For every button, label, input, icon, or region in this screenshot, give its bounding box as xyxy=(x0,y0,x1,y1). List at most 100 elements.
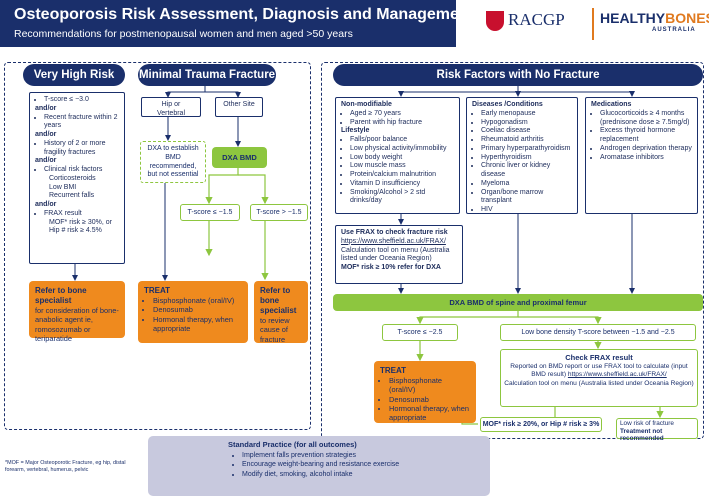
racgp-logo: RACGP xyxy=(486,10,581,34)
criteria-recent-fracture: Recent fracture within 2 years xyxy=(44,114,119,132)
criteria-tscore: T-score ≤ −3.0 xyxy=(44,96,119,105)
standard-practice-item: Encourage weight-bearing and resistance … xyxy=(242,460,490,469)
check-frax-title: Check FRAX result xyxy=(565,353,633,362)
andor-label: and/or xyxy=(35,131,57,138)
racgp-logo-text: RACGP xyxy=(508,10,565,29)
right-panel xyxy=(321,62,704,439)
refer-title: Refer to bone specialist xyxy=(260,286,297,315)
criteria-clinical-factors: Clinical risk factors xyxy=(44,166,119,175)
very-high-risk-heading: Very High Risk xyxy=(23,64,125,86)
frax-refer: MOF* risk ≥ 10% refer for DXA xyxy=(341,264,441,271)
lifestyle-item: Falls/poor balance xyxy=(350,136,454,145)
minimal-trauma-heading: Minimal Trauma Fracture xyxy=(138,64,276,86)
treat-hormonal: Hormonal therapy, when appropriate xyxy=(389,404,470,423)
frax-check-box: Use FRAX to check fracture risk https://… xyxy=(335,225,463,284)
sub-hip-risk: Hip # risk ≥ 4.5% xyxy=(49,227,102,235)
treat-title: TREAT xyxy=(144,286,171,295)
standard-practice-item: Implement falls prevention strategies xyxy=(242,451,490,460)
dxa-spine-femur-bar: DXA BMD of spine and proximal femur xyxy=(333,294,703,311)
page-subtitle: Recommendations for postmenopausal women… xyxy=(14,28,353,40)
other-site-box: Other Site xyxy=(215,97,263,117)
frax-body: Calculation tool on menu (Australia list… xyxy=(341,246,450,263)
medication-item: Androgen deprivation therapy xyxy=(600,145,692,154)
dxa-note-box: DXA to establish BMD recommended, but no… xyxy=(140,141,206,183)
disease-item: Rheumatoid arthritis xyxy=(481,136,572,145)
logo-healthy-text: HEALTHY xyxy=(600,10,666,26)
treat-denosumab: Denosumab xyxy=(389,395,470,404)
low-risk-text: Low risk of fracture xyxy=(620,420,674,427)
referral-body: for consideration of bone-anabolic agent… xyxy=(35,306,119,343)
hip-vertebral-box: Hip or Vertebral xyxy=(141,97,201,117)
low-risk-box: Low risk of fracture Treatment not recom… xyxy=(616,418,698,442)
standard-practice-title: Standard Practice (for all outcomes) xyxy=(228,440,357,449)
nonmod-title: Non-modifiable xyxy=(341,101,392,108)
low-density-box: Low bone density T-score between −1.5 an… xyxy=(500,324,696,341)
very-high-risk-criteria: T-score ≤ −3.0 and/or Recent fracture wi… xyxy=(29,92,125,264)
treat-box-right: TREAT Bisphosphonate (oral/IV) Denosumab… xyxy=(374,361,476,423)
disease-item: Chronic liver or kidney disease xyxy=(481,162,572,180)
nonmod-item: Parent with hip fracture xyxy=(350,119,454,128)
tscore-low-box: T-score ≤ −1.5 xyxy=(180,204,240,221)
lifestyle-item: Vitamin D insufficiency xyxy=(350,180,454,189)
criteria-frax: FRAX result xyxy=(44,210,119,219)
check-frax-link[interactable]: https://www.sheffield.ac.uk/FRAX/ xyxy=(567,371,667,379)
healthy-bones-logo: HEALTHYBONESAUSTRALIA xyxy=(600,10,709,40)
disease-item: Early menopause xyxy=(481,110,572,119)
disease-item: HIV xyxy=(481,206,572,215)
andor-label: and/or xyxy=(35,201,57,208)
frax-title: Use FRAX to check fracture risk xyxy=(341,229,448,236)
left-panel xyxy=(4,62,311,430)
disease-item: Organ/bone marrow transplant xyxy=(481,189,572,207)
tscore-high-box: T-score > −1.5 xyxy=(250,204,308,221)
treat-bisphosphonate: Bisphosphonate (oral/IV) xyxy=(389,376,470,395)
medications-box: Medications Glucocorticoids ≥ 4 months (… xyxy=(585,97,698,214)
tscore-osteoporosis-box: T-score ≤ −2.5 xyxy=(382,324,458,341)
check-frax-body: Reported on BMD report or use FRAX tool … xyxy=(510,363,688,379)
standard-practice-box: Standard Practice (for all outcomes) Imp… xyxy=(148,436,490,496)
diseases-box: Diseases /Conditions Early menopause Hyp… xyxy=(466,97,578,214)
check-frax-tail: Calculation tool on menu (Australia list… xyxy=(504,379,694,387)
treat-box: TREAT Bisphosphonate (oral/IV) Denosumab… xyxy=(138,281,248,343)
specialist-referral-box: Refer to bone specialist to review cause… xyxy=(254,281,308,344)
footnote: *MOF = Major Osteoporotic Fracture, eg h… xyxy=(5,460,126,474)
andor-label: and/or xyxy=(35,157,57,165)
treat-bisphosphonate: Bisphosphonate (oral/IV) xyxy=(153,296,242,305)
lifestyle-item: Low body weight xyxy=(350,154,454,163)
very-high-risk-referral: Refer to bone specialist for considerati… xyxy=(29,281,125,343)
disease-item: Hyperthyroidism xyxy=(481,154,572,163)
risk-factors-heading: Risk Factors with No Fracture xyxy=(333,64,703,86)
sub-recurrent-falls: Recurrent falls xyxy=(49,192,95,200)
andor-label: and/or xyxy=(35,104,57,112)
treat-denosumab: Denosumab xyxy=(153,305,242,314)
standard-practice-item: Modify diet, smoking, alcohol intake xyxy=(242,470,490,479)
nonmod-item: Aged ≥ 70 years xyxy=(350,110,454,119)
medication-item: Glucocorticoids ≥ 4 months (prednisone d… xyxy=(600,110,692,128)
lifestyle-item: Low muscle mass xyxy=(350,162,454,171)
logo-bones-text: BONES xyxy=(665,10,709,26)
treat-title: TREAT xyxy=(380,366,407,375)
treat-hormonal: Hormonal therapy, when appropriate xyxy=(153,315,242,334)
medication-item: Excess thyroid hormone replacement xyxy=(600,127,692,145)
dxa-bmd-box: DXA BMD xyxy=(212,147,267,168)
criteria-fracture-history: History of 2 or more fragility fractures xyxy=(44,140,119,158)
logo-divider xyxy=(592,8,594,40)
nonmodifiable-box: Non-modifiable Aged ≥ 70 years Parent wi… xyxy=(335,97,460,214)
refer-body: to review cause of fracture xyxy=(260,316,290,344)
medication-item: Aromatase inhibitors xyxy=(600,154,692,163)
lifestyle-item: Smoking/Alcohol > 2 std drinks/day xyxy=(350,189,454,207)
medications-title: Medications xyxy=(591,101,632,108)
disease-item: Primary hyperparathyroidism xyxy=(481,145,572,154)
disease-item: Myeloma xyxy=(481,180,572,189)
sub-low-bmi: Low BMI xyxy=(49,183,77,191)
mof-result-box: MOF* risk ≥ 20%, or Hip # risk ≥ 3% xyxy=(480,417,602,432)
sub-mof-risk: MOF* risk ≥ 30%, or xyxy=(49,218,112,226)
diseases-title: Diseases /Conditions xyxy=(472,101,543,108)
sub-corticosteroids: Corticosteroids xyxy=(49,174,96,182)
check-frax-box: Check FRAX result Reported on BMD report… xyxy=(500,349,698,407)
frax-link[interactable]: https://www.sheffield.ac.uk/FRAX/ xyxy=(341,237,446,245)
lifestyle-item: Protein/calcium malnutrition xyxy=(350,171,454,180)
header-banner: Osteoporosis Risk Assessment, Diagnosis … xyxy=(0,0,474,47)
logo-australia-text: AUSTRALIA xyxy=(652,27,696,33)
lifestyle-item: Low physical activity/immobility xyxy=(350,145,454,154)
